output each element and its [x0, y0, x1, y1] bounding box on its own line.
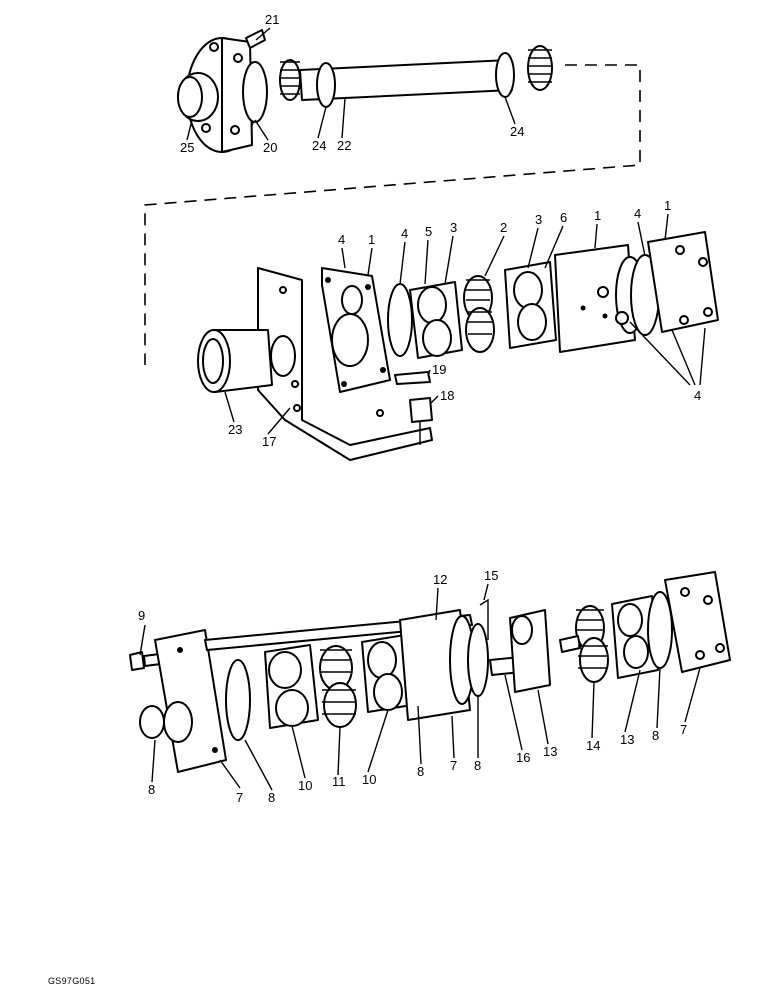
- pump-assembly: [197, 231, 719, 461]
- callout-20: 20: [263, 140, 277, 155]
- callout-16: 16: [516, 750, 530, 765]
- spline-gear-right: [527, 45, 553, 91]
- callout-23: 23: [228, 422, 242, 437]
- callout-3: 3: [450, 220, 457, 235]
- callout-18: 18: [440, 388, 454, 403]
- drive-gear-pair: [463, 275, 495, 353]
- gear-body-10-left: [264, 644, 319, 729]
- gasket-8-left: [225, 659, 251, 741]
- callout-14: 14: [586, 738, 600, 753]
- callout-2: 2: [500, 220, 507, 235]
- callout-1: 1: [664, 198, 671, 213]
- gear-body-front: [409, 281, 463, 359]
- mounting-bracket: [257, 267, 433, 461]
- callout-4: 4: [338, 232, 345, 247]
- callout-8: 8: [474, 758, 481, 773]
- callout-4: 4: [401, 226, 408, 241]
- gasket-front: [387, 283, 413, 357]
- gear-pair-14: [559, 605, 609, 683]
- figure-reference-code: GS97G051: [48, 976, 96, 986]
- bushing-block-13-right: [611, 595, 659, 679]
- callout-labels-top: 21 25 20 24 22 24: [180, 12, 524, 155]
- callout-leader-lines: [139, 27, 701, 791]
- end-cover-right: [664, 571, 731, 673]
- callout-1: 1: [594, 208, 601, 223]
- callout-17: 17: [262, 434, 276, 449]
- callout-12: 12: [433, 572, 447, 587]
- assembly-connection-line: [144, 64, 641, 365]
- callout-9: 9: [138, 608, 145, 623]
- callout-13: 13: [543, 744, 557, 759]
- callout-10: 10: [362, 772, 376, 787]
- bolt-19: [394, 371, 431, 385]
- callout-10: 10: [298, 778, 312, 793]
- callout-8: 8: [417, 764, 424, 779]
- bushing-block-13-left: [509, 609, 551, 693]
- o-ring-right: [495, 52, 515, 98]
- o-ring-left: [316, 62, 336, 108]
- callout-11: 11: [332, 774, 346, 789]
- wear-plate-rear: [504, 261, 557, 349]
- front-cover-plate: [321, 267, 391, 393]
- end-cover-left: [139, 629, 227, 773]
- callout-25: 25: [180, 140, 194, 155]
- callout-4: 4: [694, 388, 701, 403]
- callout-21: 21: [265, 12, 279, 27]
- callout-labels-bottom: 12 15 9 8 7 8 10 11 10 8 7 8 16 13 14 13…: [138, 568, 687, 805]
- center-housing-7: [399, 609, 475, 721]
- bearing-cap-part: [177, 72, 219, 122]
- drive-shaft-assembly: [144, 29, 641, 365]
- callout-15: 15: [484, 568, 498, 583]
- callout-8: 8: [268, 790, 275, 805]
- flange-part: [186, 29, 268, 153]
- callout-labels-middle: 4 1 4 5 3 2 3 6 1 4 1 19 18 4 23 17: [228, 198, 701, 449]
- bolt-18: [409, 397, 433, 445]
- callout-4: 4: [634, 206, 641, 221]
- callout-7: 7: [680, 722, 687, 737]
- rear-end-cover: [647, 231, 719, 333]
- callout-22: 22: [337, 138, 351, 153]
- callout-8: 8: [652, 728, 659, 743]
- callout-24: 24: [312, 138, 326, 153]
- callout-5: 5: [425, 224, 432, 239]
- callout-7: 7: [236, 790, 243, 805]
- gasket-8-center-right: [467, 623, 489, 697]
- callout-1: 1: [368, 232, 375, 247]
- callout-24: 24: [510, 124, 524, 139]
- callout-8: 8: [148, 782, 155, 797]
- callout-13: 13: [620, 732, 634, 747]
- gear-pair-11: [319, 645, 357, 728]
- callout-7: 7: [450, 758, 457, 773]
- callout-6: 6: [560, 210, 567, 225]
- spline-gear-left: [279, 59, 301, 101]
- callout-3: 3: [535, 212, 542, 227]
- coupling-sleeve: [197, 329, 296, 393]
- tandem-pump-assembly: [129, 571, 731, 773]
- callout-19: 19: [432, 362, 446, 377]
